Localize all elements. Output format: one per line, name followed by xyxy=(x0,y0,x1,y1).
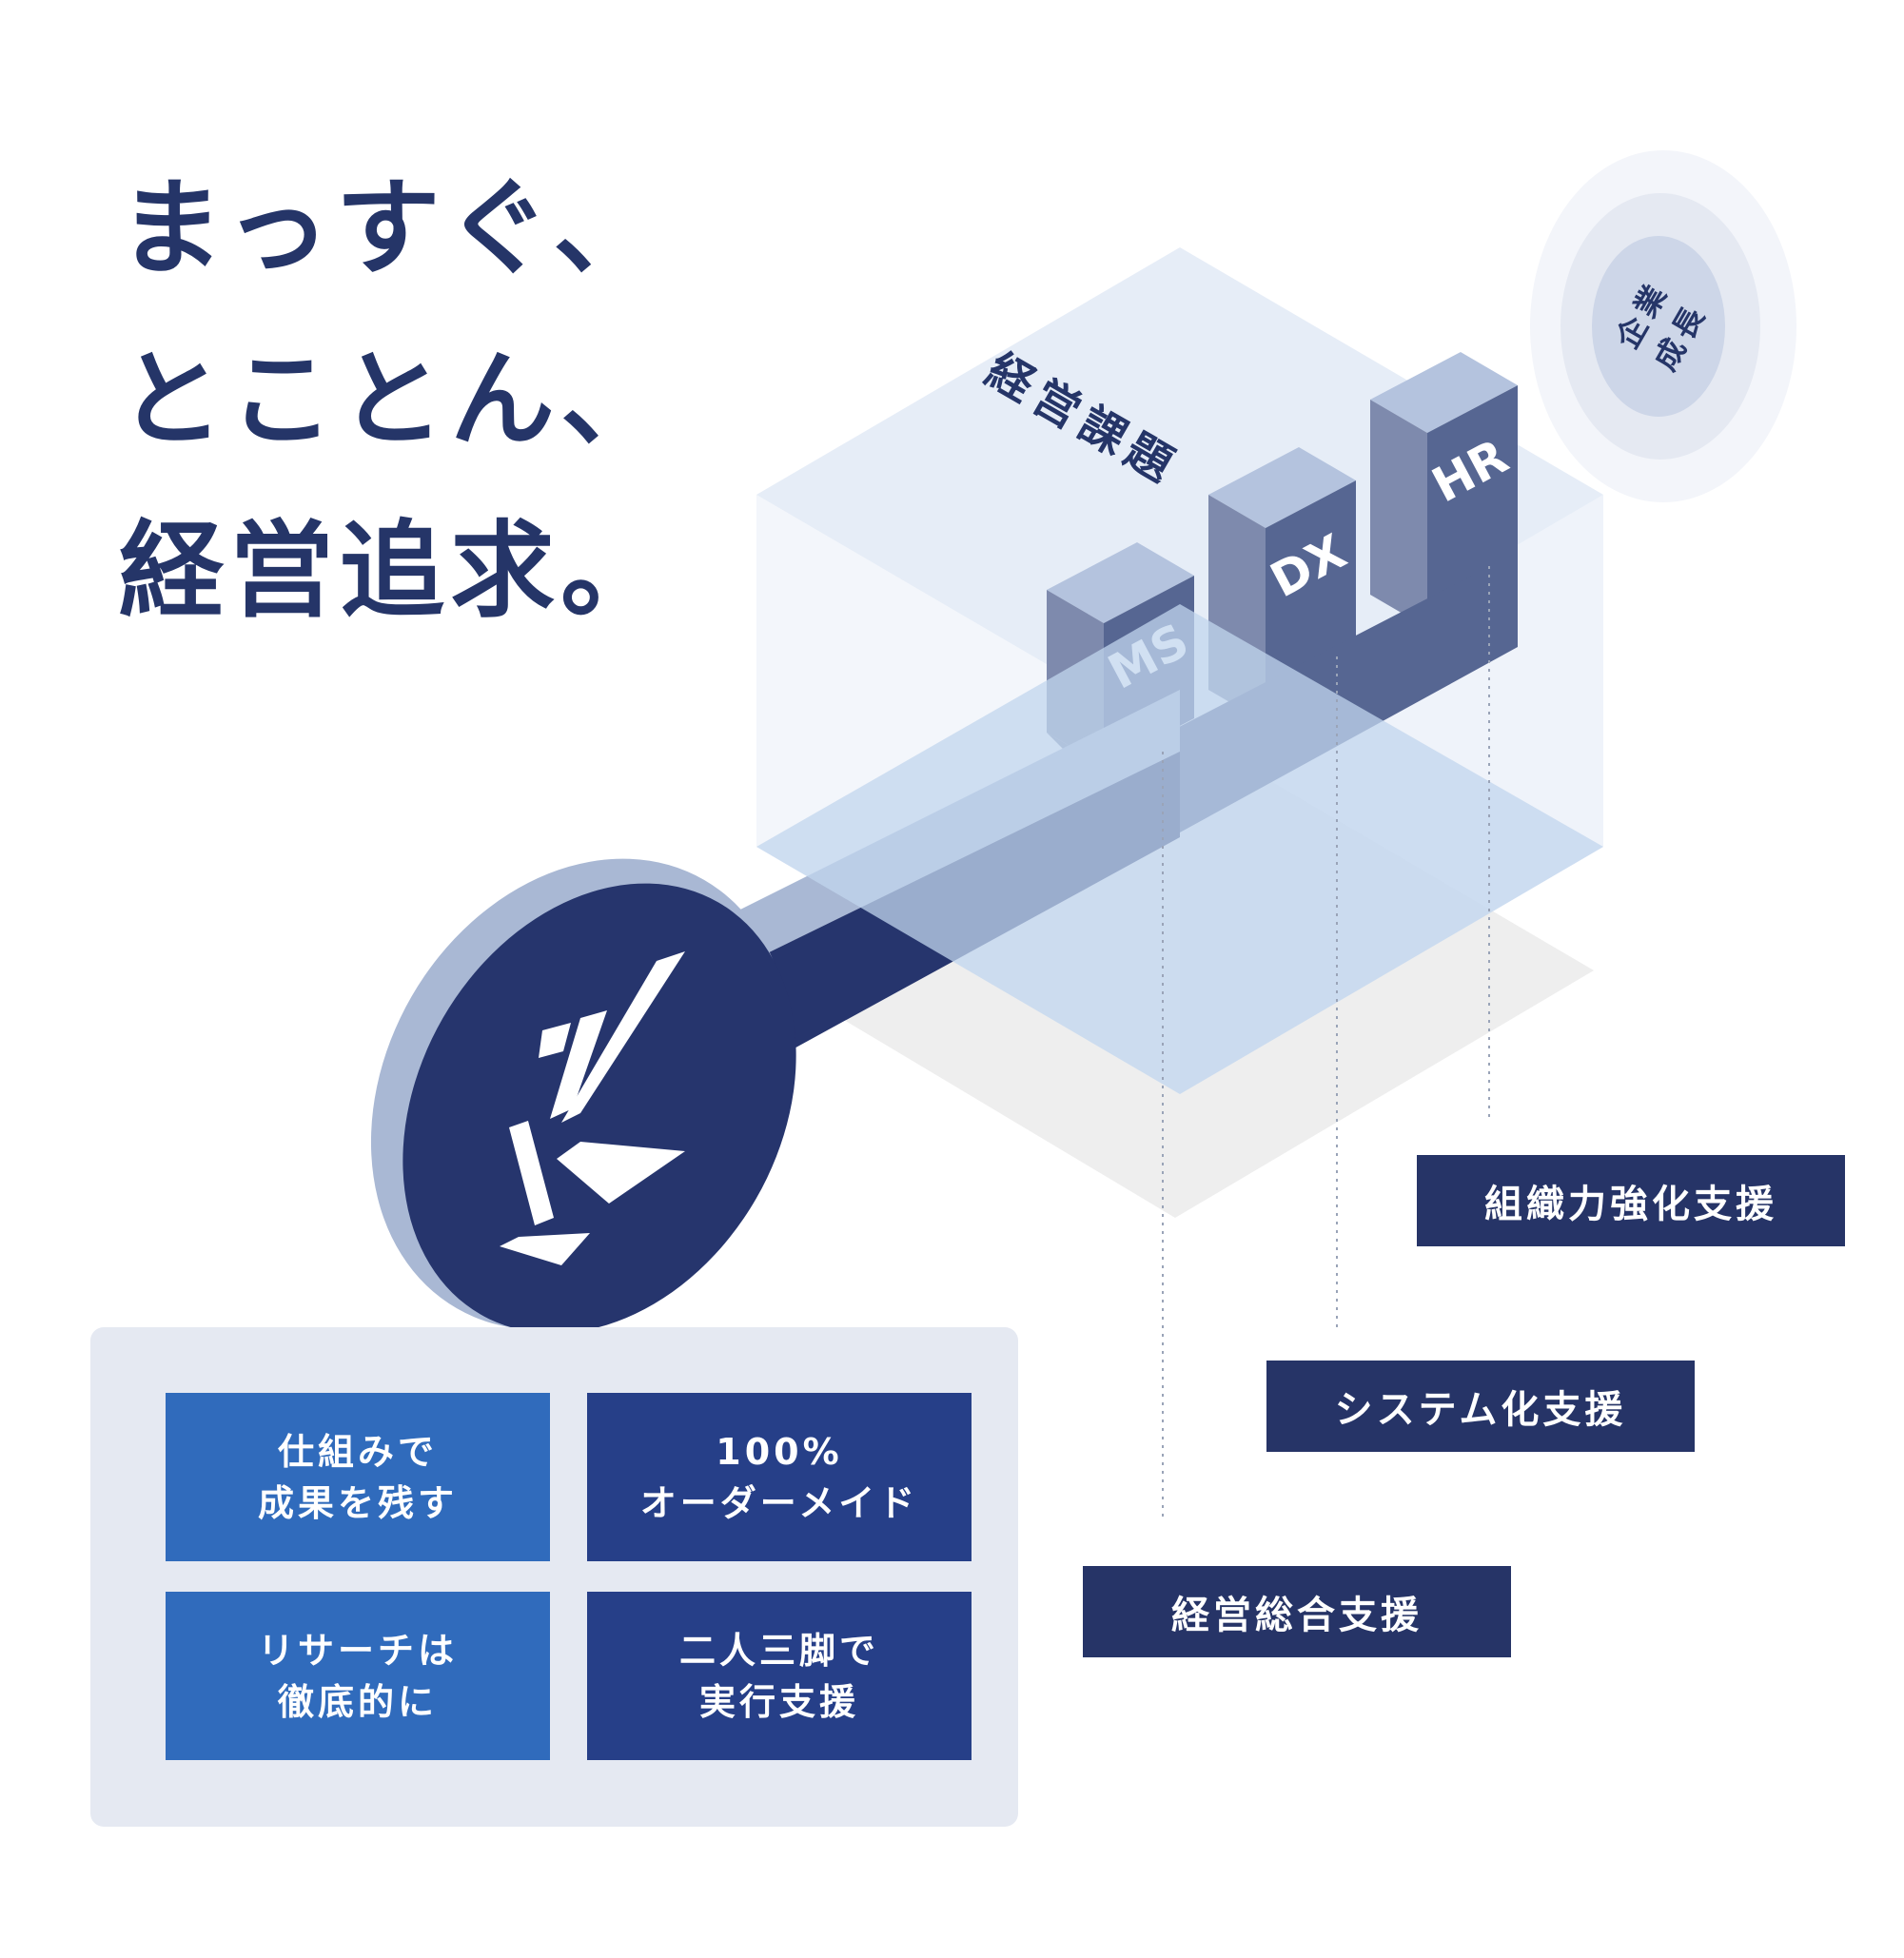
leader-lines xyxy=(1162,566,1490,1522)
feature-panel: 仕組みで 成果を残す 100% オーダーメイド リサーチは 徹底的に 二人三脚で… xyxy=(90,1327,1018,1827)
headline: まっすぐ、 とことん、 経営追求。 xyxy=(119,143,671,656)
brand-logo-icon xyxy=(500,951,685,1265)
feature-card-research: リサーチは 徹底的に xyxy=(166,1592,550,1760)
feature-card-custom: 100% オーダーメイド xyxy=(587,1393,972,1561)
key-head xyxy=(370,858,796,1334)
service-org-strength: 組織力強化支援 xyxy=(1417,1155,1845,1246)
feature-card-partnership: 二人三脚で 実行支援 xyxy=(587,1592,972,1760)
headline-line-3: 経営追求。 xyxy=(119,510,671,632)
headline-line-1: まっすぐ、 xyxy=(119,167,664,289)
headline-line-2: とことん、 xyxy=(119,339,671,460)
issue-cube-front xyxy=(756,604,1603,1094)
service-general-management: 経営総合支援 xyxy=(1083,1566,1511,1657)
feature-card-system: 仕組みで 成果を残す xyxy=(166,1393,550,1561)
goal-target: 企業 成長 xyxy=(1530,150,1796,502)
service-systemization: システム化支援 xyxy=(1266,1361,1695,1452)
